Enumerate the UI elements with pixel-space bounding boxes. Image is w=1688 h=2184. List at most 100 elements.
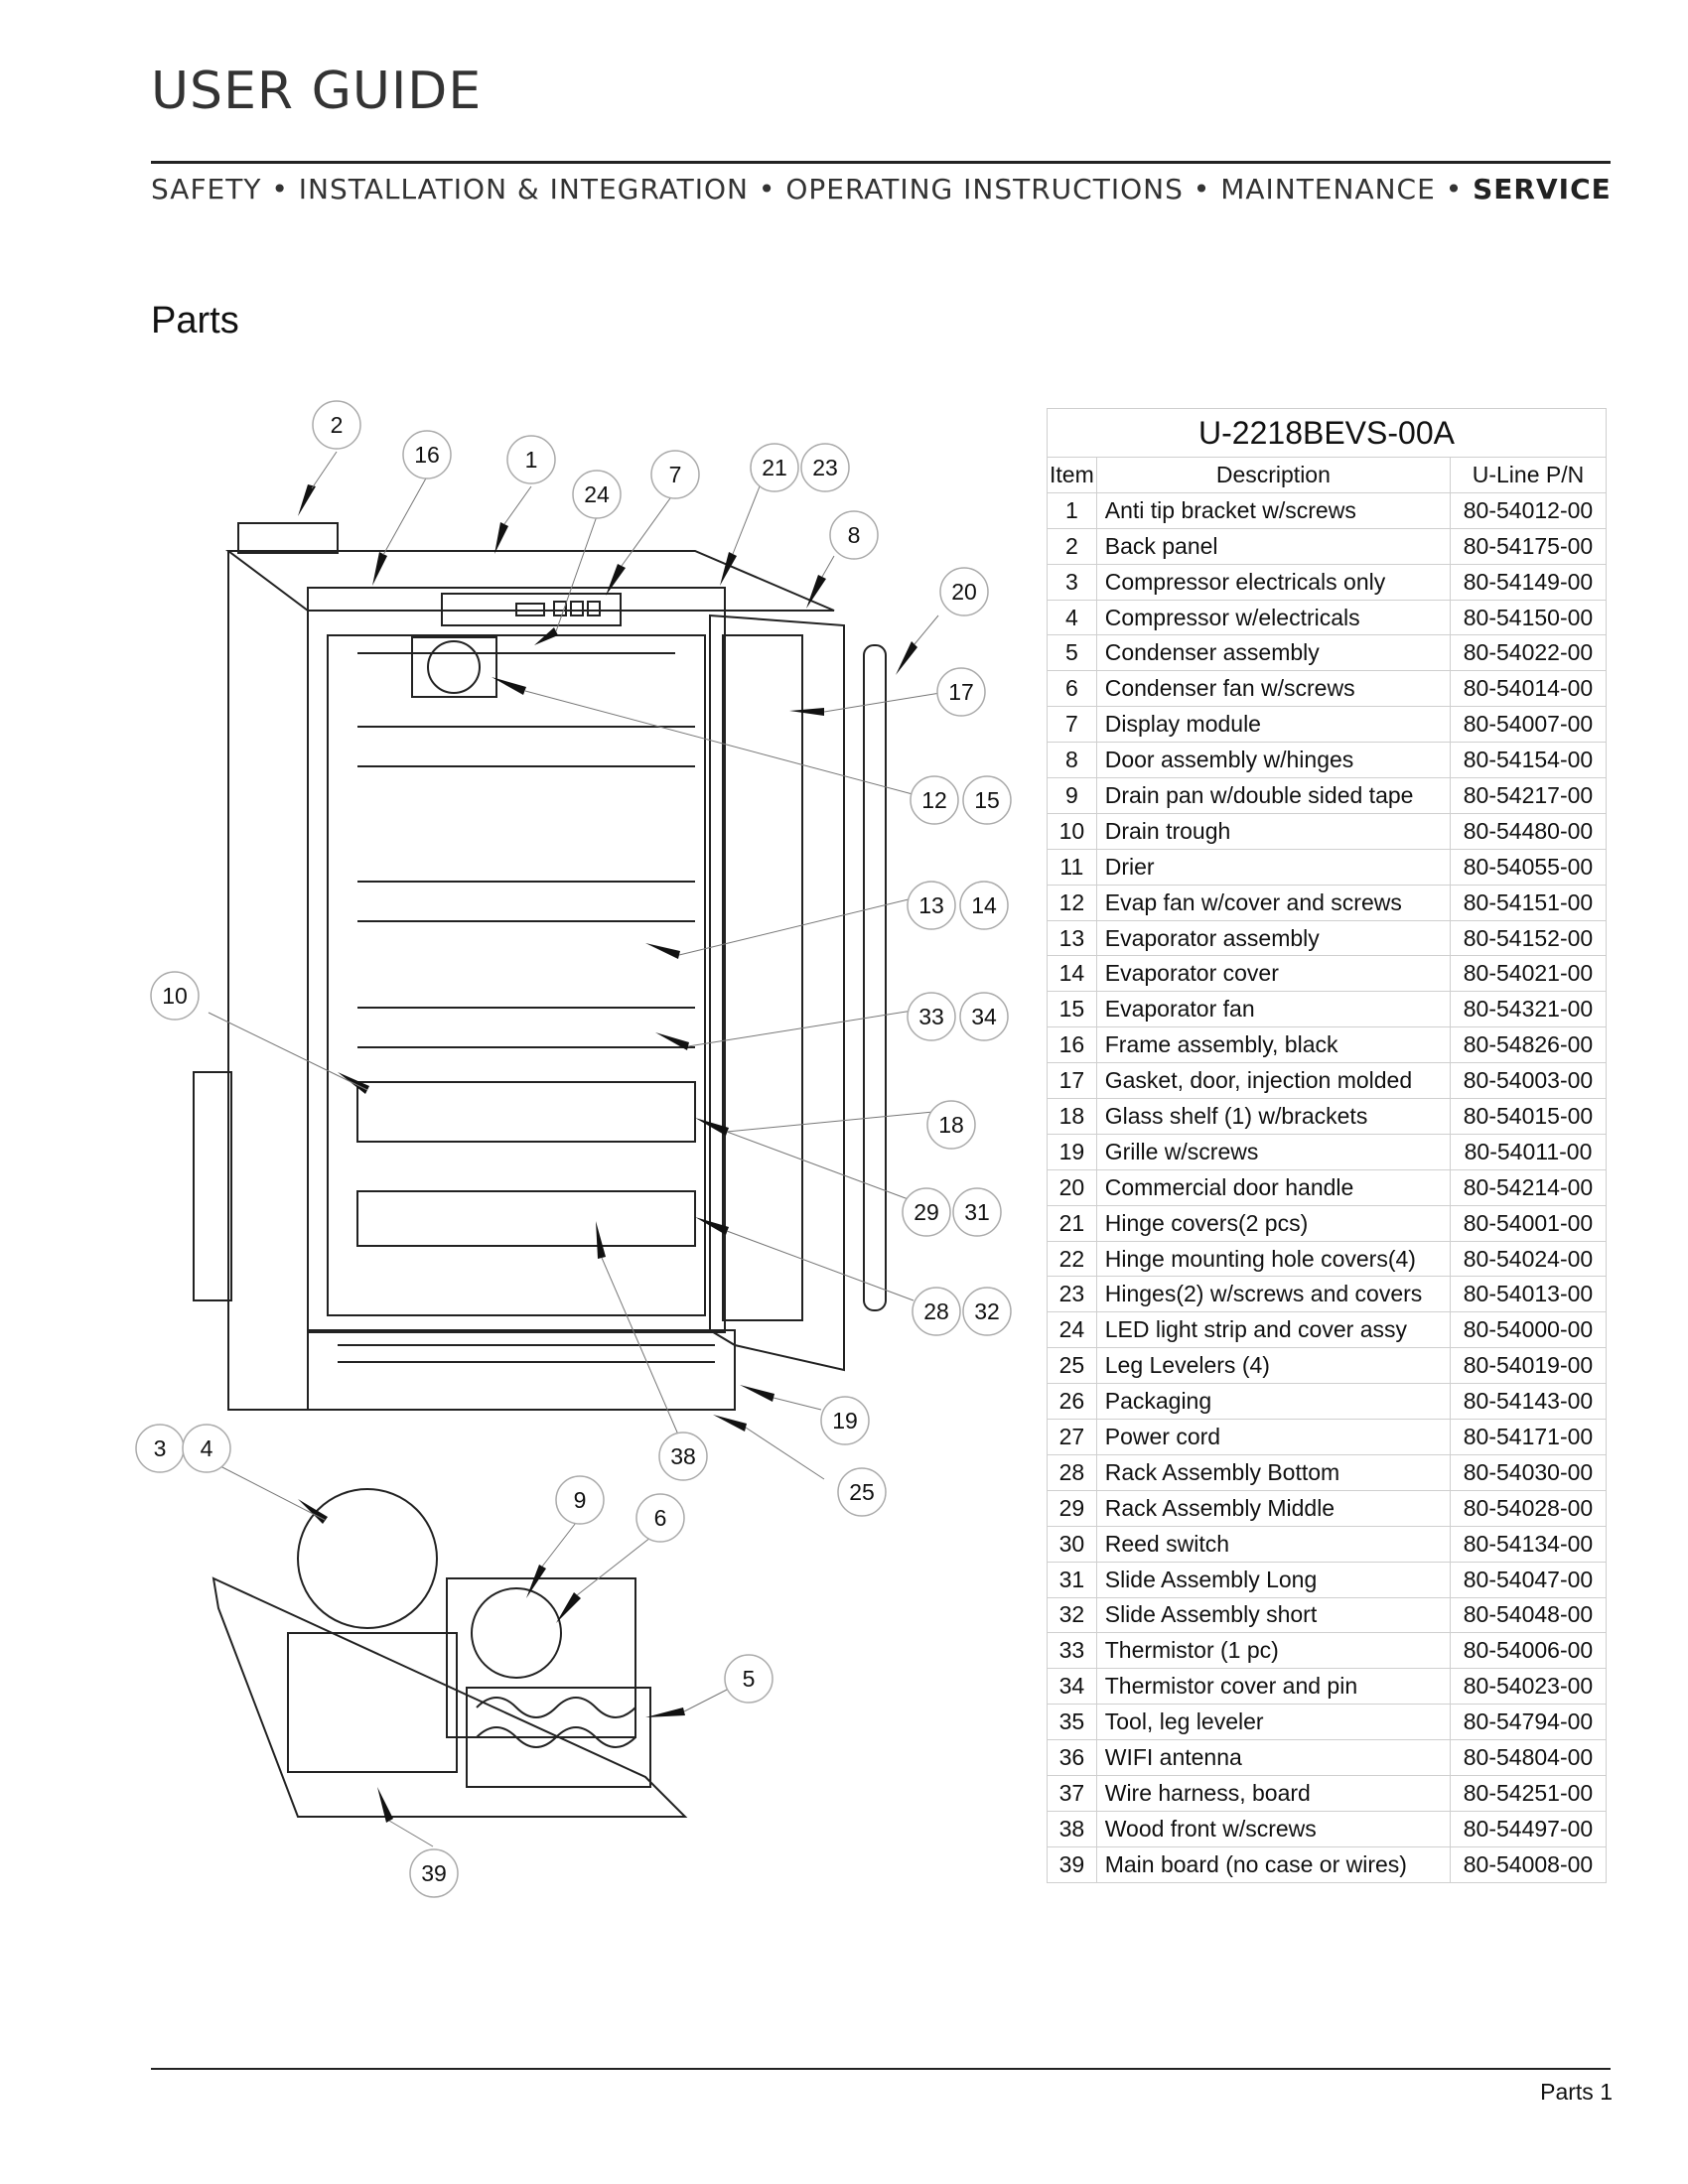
callout-15: 15	[974, 787, 1000, 813]
cell-item: 27	[1047, 1419, 1097, 1455]
callout-17: 17	[948, 679, 974, 705]
document-title: USER GUIDE	[151, 62, 483, 121]
cell-part-number: 80-54000-00	[1450, 1311, 1607, 1349]
callout-32: 32	[974, 1298, 1000, 1324]
cell-part-number: 80-54012-00	[1450, 491, 1607, 529]
table-header-row: Item Description U-Line P/N	[1047, 457, 1607, 493]
callout-31: 31	[964, 1199, 990, 1225]
cell-part-number: 80-54015-00	[1450, 1098, 1607, 1135]
cell-description: Rack Assembly Middle	[1095, 1489, 1452, 1527]
callout-28: 28	[923, 1298, 949, 1324]
cell-part-number: 80-54154-00	[1450, 742, 1607, 779]
nav-item-maintenance: MAINTENANCE	[1220, 173, 1436, 205]
cell-part-number: 80-54251-00	[1450, 1774, 1607, 1812]
cell-part-number: 80-54497-00	[1450, 1810, 1607, 1847]
cell-description: Slide Assembly short	[1095, 1596, 1452, 1634]
cell-part-number: 80-54006-00	[1450, 1632, 1607, 1670]
cell-description: Anti tip bracket w/screws	[1095, 491, 1452, 529]
cell-description: Leg Levelers (4)	[1095, 1347, 1452, 1385]
cell-item: 21	[1047, 1204, 1097, 1242]
nav-item-installation: INSTALLATION & INTEGRATION	[298, 173, 749, 205]
cell-part-number: 80-54214-00	[1450, 1168, 1607, 1206]
cell-item: 12	[1047, 884, 1097, 921]
leader-arrows	[298, 484, 917, 1823]
cell-item: 9	[1047, 777, 1097, 814]
cell-item: 7	[1047, 706, 1097, 744]
cell-item: 5	[1047, 634, 1097, 672]
nav-separator: •	[271, 173, 289, 205]
cell-description: Reed switch	[1095, 1525, 1452, 1563]
cell-item: 8	[1047, 742, 1097, 779]
cell-description: LED light strip and cover assy	[1095, 1311, 1452, 1349]
cell-part-number: 80-54014-00	[1450, 670, 1607, 708]
nav-item-service: SERVICE	[1473, 173, 1612, 205]
callout-2: 2	[331, 412, 344, 438]
cell-part-number: 80-54019-00	[1450, 1347, 1607, 1385]
cell-item: 6	[1047, 670, 1097, 708]
footer-divider	[151, 2068, 1611, 2070]
column-header-description: Description	[1095, 457, 1452, 493]
callout-12: 12	[921, 787, 947, 813]
cell-item: 15	[1047, 991, 1097, 1028]
cell-part-number: 80-54826-00	[1450, 1026, 1607, 1064]
cell-description: Drain trough	[1095, 812, 1452, 850]
cell-item: 39	[1047, 1845, 1097, 1883]
cell-description: Gasket, door, injection molded	[1095, 1062, 1452, 1100]
cell-description: Back panel	[1095, 527, 1452, 565]
callout-bubbles: 2 16 1 24 7 21 23 8 20 17 12 15 13 14 10…	[135, 400, 1012, 1898]
cell-description: Evaporator cover	[1095, 955, 1452, 993]
callout-21: 21	[762, 455, 787, 480]
cell-part-number: 80-54152-00	[1450, 919, 1607, 957]
cell-item: 17	[1047, 1062, 1097, 1100]
callout-20: 20	[951, 579, 977, 605]
callout-9: 9	[574, 1487, 587, 1513]
callout-6: 6	[654, 1505, 667, 1531]
cell-description: Drain pan w/double sided tape	[1095, 777, 1452, 814]
cell-part-number: 80-54024-00	[1450, 1240, 1607, 1278]
cell-description: Thermistor (1 pc)	[1095, 1632, 1452, 1670]
cell-item: 28	[1047, 1453, 1097, 1491]
cell-part-number: 80-54001-00	[1450, 1204, 1607, 1242]
nav-item-safety: SAFETY	[151, 173, 262, 205]
leader-lines	[208, 451, 941, 1847]
callout-8: 8	[848, 522, 861, 548]
cell-description: Condenser fan w/screws	[1095, 670, 1452, 708]
cell-description: Power cord	[1095, 1419, 1452, 1455]
parts-table: U-2218BEVS-00A Item Description U-Line P…	[1047, 408, 1607, 1883]
callout-10: 10	[162, 983, 188, 1009]
callout-13: 13	[918, 892, 944, 918]
cell-description: Glass shelf (1) w/brackets	[1095, 1098, 1452, 1135]
cell-description: Hinge covers(2 pcs)	[1095, 1204, 1452, 1242]
cell-part-number: 80-54480-00	[1450, 812, 1607, 850]
callout-14: 14	[971, 892, 997, 918]
cell-part-number: 80-54021-00	[1450, 955, 1607, 993]
column-header-item: Item	[1047, 457, 1097, 493]
cell-item: 23	[1047, 1276, 1097, 1313]
cell-description: Compressor w/electricals	[1095, 599, 1452, 636]
callout-24: 24	[584, 481, 610, 507]
callout-33: 33	[918, 1004, 944, 1029]
cell-part-number: 80-54150-00	[1450, 599, 1607, 636]
callout-16: 16	[414, 442, 440, 468]
cell-item: 30	[1047, 1525, 1097, 1563]
